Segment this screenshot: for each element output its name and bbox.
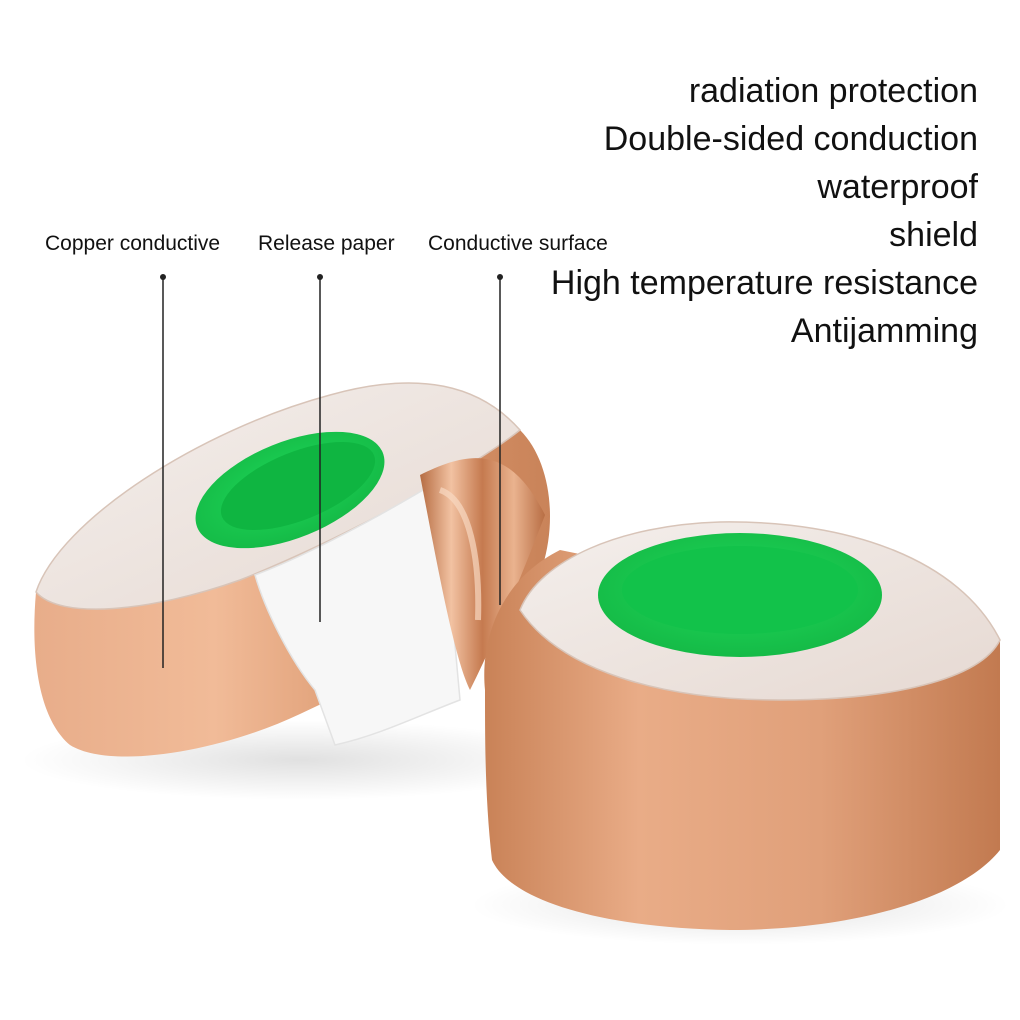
feature-double-sided-conduction: Double-sided conduction xyxy=(603,120,978,158)
feature-high-temperature-resistance: High temperature resistance xyxy=(550,264,978,302)
callout-copper-conductive: Copper conductive xyxy=(45,232,221,255)
peeled-copper-foil xyxy=(420,458,545,690)
callout-release-paper: Release paper xyxy=(258,232,395,255)
peeled-foil-highlight xyxy=(438,487,482,621)
feature-waterproof: waterproof xyxy=(817,168,978,206)
left-roll-core-inner xyxy=(220,441,376,531)
right-roll-core-inner xyxy=(622,546,858,634)
callout-pointers xyxy=(160,274,503,668)
release-paper xyxy=(254,478,461,746)
feature-radiation-protection: radiation protection xyxy=(688,72,978,110)
feature-shield: shield xyxy=(889,216,978,254)
right-tape-roll xyxy=(484,521,1001,930)
feature-antijamming: Antijamming xyxy=(790,312,978,350)
callout-conductive-surface: Conductive surface xyxy=(428,232,608,255)
